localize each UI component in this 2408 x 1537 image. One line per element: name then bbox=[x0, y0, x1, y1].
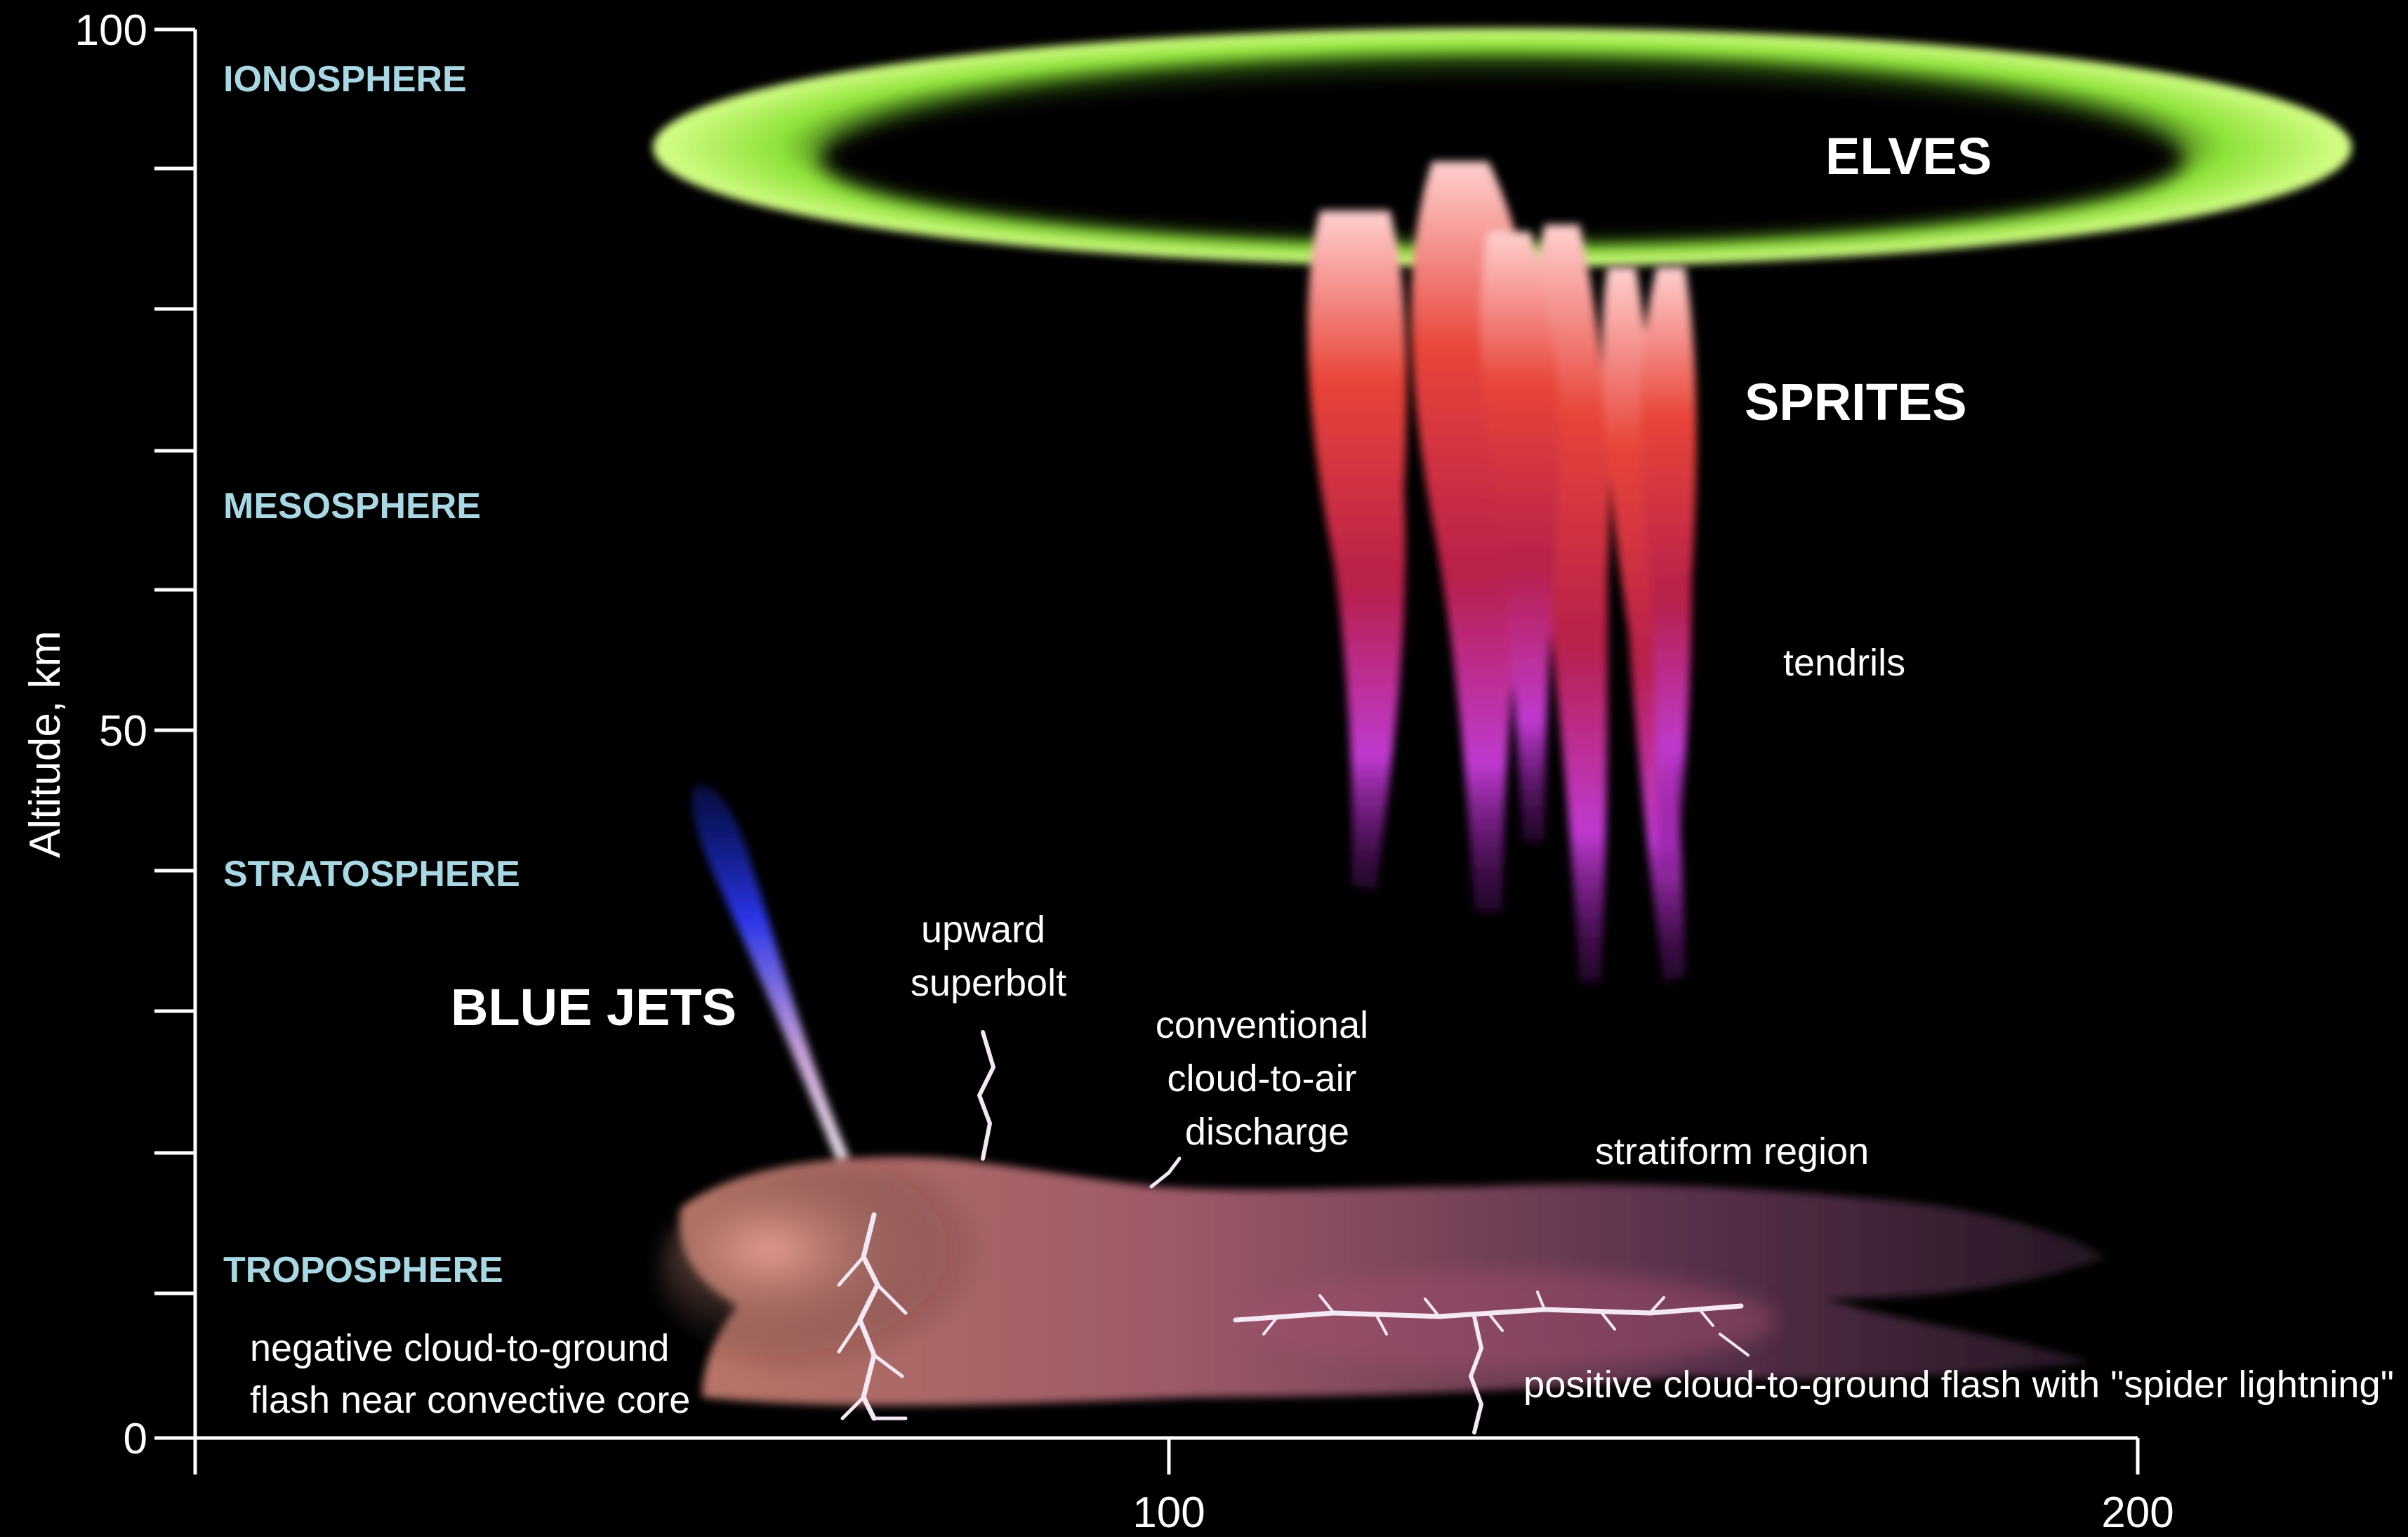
label-stratosphere: STRATOSPHERE bbox=[223, 854, 520, 895]
y-tick-50: 50 bbox=[99, 707, 147, 756]
label-blue-jets: BLUE JETS bbox=[451, 978, 736, 1036]
label-positive-flash: positive cloud-to-ground flash with "spi… bbox=[1523, 1364, 2394, 1406]
label-cloud-to-air-line1: conventional bbox=[1156, 1004, 1368, 1046]
label-sprites: SPRITES bbox=[1745, 373, 1967, 431]
label-cloud-to-air: conventional cloud-to-air discharge bbox=[1156, 1004, 1379, 1153]
label-cloud-to-air-line2: cloud-to-air bbox=[1167, 1057, 1356, 1100]
upward-superbolt-bolt bbox=[979, 1032, 993, 1159]
label-upward-superbolt-line2: superbolt bbox=[911, 962, 1066, 1004]
label-troposphere: TROPOSPHERE bbox=[223, 1250, 503, 1291]
label-negative-flash: negative cloud-to-ground flash near conv… bbox=[250, 1327, 690, 1421]
label-upward-superbolt: upward superbolt bbox=[911, 909, 1066, 1004]
label-cloud-to-air-line3: discharge bbox=[1185, 1111, 1349, 1153]
x-tick-200: 200 bbox=[2101, 1489, 2174, 1537]
label-upward-superbolt-line1: upward bbox=[921, 909, 1045, 951]
label-negative-flash-line2: flash near convective core bbox=[250, 1379, 690, 1421]
label-elves: ELVES bbox=[1825, 127, 1992, 185]
label-mesosphere: MESOSPHERE bbox=[223, 486, 481, 527]
y-tick-100: 100 bbox=[75, 6, 147, 55]
label-ionosphere: IONOSPHERE bbox=[223, 59, 467, 100]
y-axis bbox=[154, 29, 195, 1441]
x-tick-100: 100 bbox=[1132, 1489, 1205, 1537]
label-stratiform: stratiform region bbox=[1595, 1130, 1869, 1173]
x-axis bbox=[195, 1438, 2138, 1475]
cloud-to-air-bolt bbox=[1151, 1159, 1179, 1187]
y-tick-0: 0 bbox=[124, 1415, 147, 1463]
y-axis-label: Altitude, km bbox=[21, 631, 70, 858]
label-tendrils: tendrils bbox=[1783, 642, 1905, 684]
sprites-glow bbox=[1308, 161, 1697, 983]
label-negative-flash-line1: negative cloud-to-ground bbox=[250, 1327, 669, 1369]
blue-jet bbox=[692, 785, 849, 1166]
